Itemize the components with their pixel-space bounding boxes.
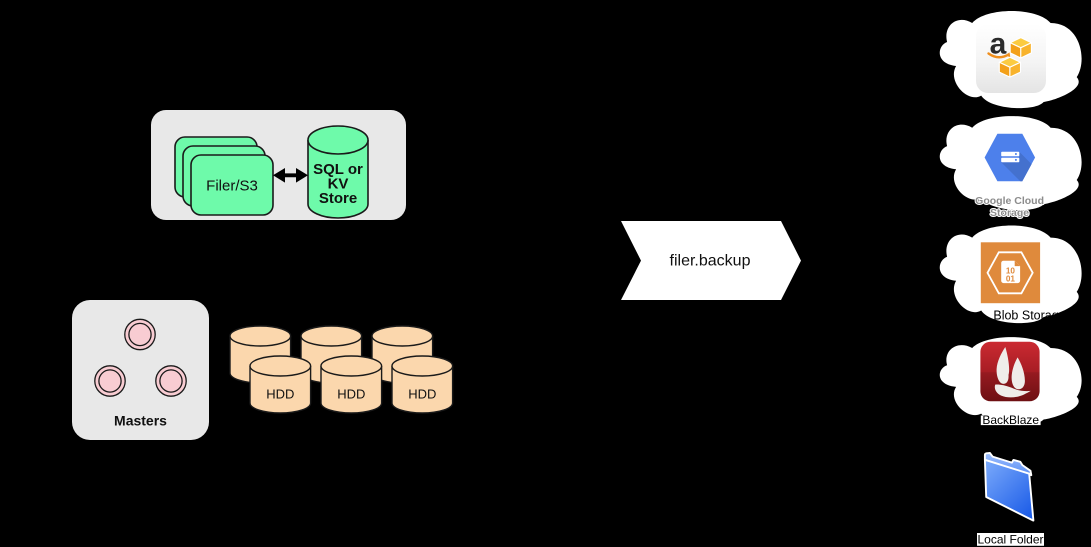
svg-text:Masters: Masters	[114, 413, 167, 429]
svg-text:10: 10	[1006, 267, 1016, 276]
svg-text:HDD: HDD	[266, 387, 294, 402]
svg-text:HDD: HDD	[337, 387, 365, 402]
svg-text:Store: Store	[319, 190, 357, 207]
svg-text:HDD: HDD	[408, 387, 436, 402]
svg-text:a: a	[990, 28, 1007, 61]
svg-text:Blob Storage: Blob Storage	[993, 309, 1065, 323]
svg-text:Filer/S3: Filer/S3	[206, 178, 258, 195]
svg-text:BackBlaze: BackBlaze	[982, 413, 1039, 427]
svg-text:filer.backup: filer.backup	[670, 253, 751, 270]
svg-text:Google Cloud: Google Cloud	[975, 195, 1044, 207]
svg-text:Local Folder: Local Folder	[977, 533, 1043, 547]
svg-text:SQL or: SQL or	[313, 161, 363, 178]
svg-text:01: 01	[1006, 275, 1016, 284]
svg-text:KV: KV	[328, 176, 349, 193]
svg-text:Storage: Storage	[990, 207, 1029, 219]
